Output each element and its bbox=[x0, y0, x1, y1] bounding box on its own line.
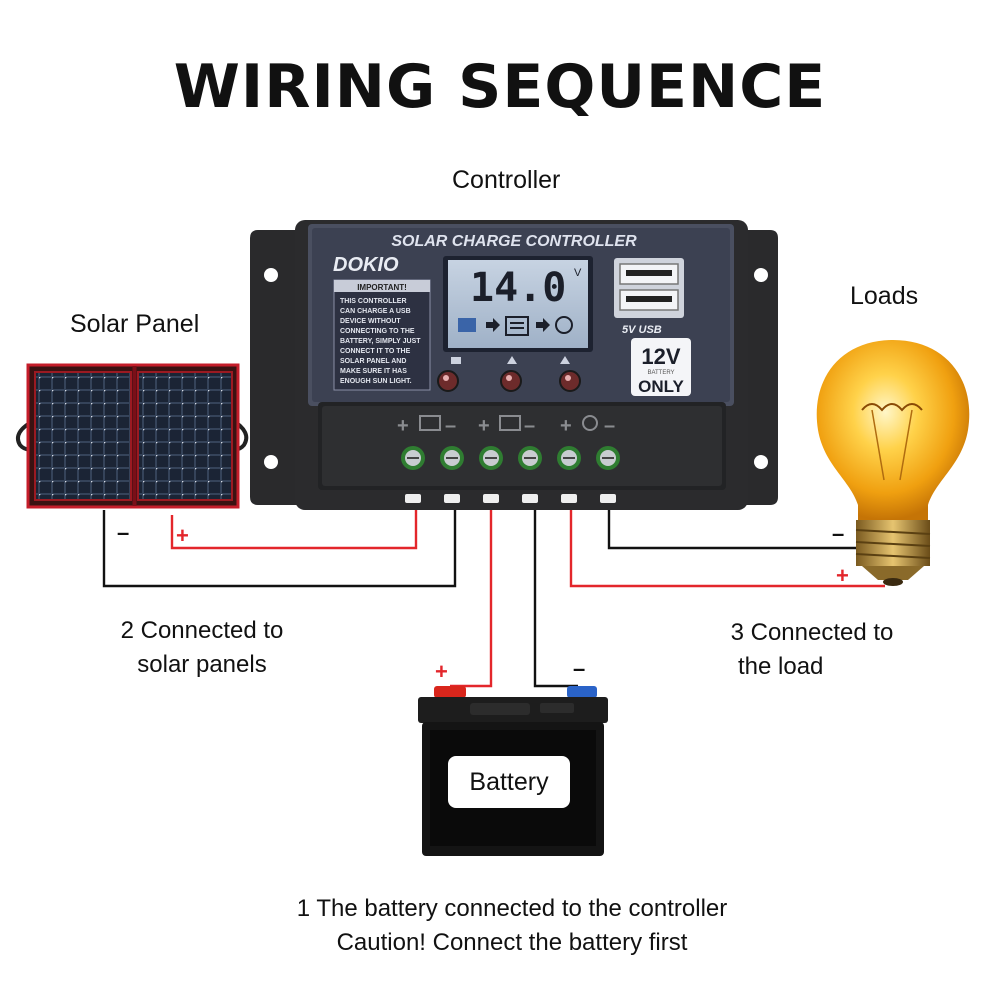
terminal-screw bbox=[596, 446, 620, 470]
step-2-caption: 2 Connected to solar panels bbox=[103, 614, 301, 682]
battery-minus-mark: – bbox=[573, 656, 585, 681]
battery-icon bbox=[505, 316, 529, 336]
battery-negative-terminal bbox=[567, 686, 597, 698]
terminal-screw bbox=[401, 446, 425, 470]
important-line: CONNECTING TO THE bbox=[340, 328, 415, 335]
important-line: SOLAR PANEL AND bbox=[340, 358, 406, 365]
arrow-right-icon bbox=[486, 318, 500, 332]
solar-panel-label: Solar Panel bbox=[70, 310, 200, 338]
load-plus-mark: + bbox=[836, 563, 849, 588]
load-minus-mark: – bbox=[832, 521, 844, 546]
step-1-caption: 1 The battery connected to the controlle… bbox=[0, 892, 1000, 960]
terminal-battery-plus: + bbox=[478, 415, 490, 437]
important-notice: THIS CONTROLLER CAN CHARGE A USB DEVICE … bbox=[340, 298, 421, 385]
solar-panel-icon bbox=[458, 318, 476, 332]
terminal-battery-minus: – bbox=[524, 415, 535, 437]
terminal-screw bbox=[518, 446, 542, 470]
controller-header: SOLAR CHARGE CONTROLLER bbox=[391, 233, 637, 250]
terminal-solar-minus: – bbox=[445, 415, 456, 437]
light-bulb bbox=[816, 340, 970, 586]
important-line: MAKE SURE IT HAS bbox=[340, 368, 407, 375]
solar-negative-wire bbox=[102, 500, 457, 588]
terminal-load-minus: – bbox=[604, 415, 615, 437]
solar-minus-mark: – bbox=[117, 520, 129, 545]
usb-label: 5V USB bbox=[622, 324, 662, 336]
terminal-solar-plus: + bbox=[397, 415, 409, 437]
terminal-load-plus: + bbox=[560, 415, 572, 437]
polarity-marks: – + – + + – bbox=[117, 520, 849, 684]
battery-icon bbox=[499, 415, 521, 431]
important-line: CONNECT IT TO THE bbox=[340, 348, 411, 355]
usb-port-icon bbox=[614, 258, 684, 318]
step-3-caption: 3 Connected to the load bbox=[712, 616, 912, 684]
terminal-screws bbox=[401, 446, 620, 470]
wires bbox=[102, 500, 885, 688]
lcd-unit: V bbox=[574, 267, 582, 279]
terminal-screw bbox=[557, 446, 581, 470]
charge-controller: SOLAR CHARGE CONTROLLER DOKIO IMPORTANT!… bbox=[250, 220, 778, 510]
battery-negative-wire bbox=[533, 500, 578, 688]
step-2-line-2: solar panels bbox=[137, 651, 267, 678]
solar-panel bbox=[15, 363, 249, 509]
load-positive-wire bbox=[569, 500, 885, 588]
load-button bbox=[559, 370, 581, 392]
controller-brand: DOKIO bbox=[333, 254, 399, 276]
important-line: THIS CONTROLLER bbox=[340, 298, 407, 305]
control-buttons bbox=[437, 370, 581, 392]
terminal-screw bbox=[440, 446, 464, 470]
battery-plus-mark: + bbox=[435, 659, 448, 684]
voltage-badge bbox=[631, 338, 691, 396]
terminal-screw bbox=[479, 446, 503, 470]
step-3-line-2: the load bbox=[738, 653, 824, 680]
step-1-line-2: Caution! Connect the battery first bbox=[336, 929, 688, 956]
page-title: WIRING SEQUENCE bbox=[173, 52, 827, 122]
battery-positive-wire bbox=[450, 500, 493, 688]
lcd-value: 14.0 bbox=[470, 265, 566, 311]
loads-label: Loads bbox=[850, 282, 919, 310]
solar-plus-mark: + bbox=[176, 523, 189, 548]
important-title: IMPORTANT! bbox=[357, 283, 407, 292]
controller-label: Controller bbox=[452, 166, 561, 194]
lcd-status-icons bbox=[458, 316, 573, 336]
battery-positive-terminal bbox=[434, 686, 466, 698]
voltage-badge-value: 12V bbox=[641, 344, 680, 369]
menu-button bbox=[437, 370, 459, 392]
important-line: ENOUGH SUN LIGHT. bbox=[340, 378, 412, 385]
load-negative-wire bbox=[607, 500, 860, 550]
important-line: DEVICE WITHOUT bbox=[340, 318, 401, 325]
up-icon bbox=[507, 356, 517, 364]
up-button bbox=[500, 370, 522, 392]
menu-icon bbox=[451, 357, 461, 364]
voltage-badge-only: ONLY bbox=[638, 377, 684, 396]
light-bulb-icon bbox=[582, 415, 598, 431]
voltage-badge-small: BATTERY bbox=[647, 370, 674, 376]
step-2-line-1: 2 Connected to bbox=[120, 617, 284, 644]
step-3-line-1: 3 Connected to bbox=[730, 619, 894, 646]
light-bulb-icon bbox=[555, 316, 573, 334]
solar-panel-icon bbox=[419, 415, 441, 431]
wire-slots bbox=[405, 494, 616, 503]
important-line: BATTERY, SIMPLY JUST bbox=[340, 338, 421, 345]
battery-label: Battery bbox=[448, 756, 570, 808]
solar-positive-wire bbox=[170, 500, 418, 550]
step-1-line-1: 1 The battery connected to the controlle… bbox=[296, 895, 728, 922]
up-load-icon bbox=[560, 356, 570, 364]
important-line: CAN CHARGE A USB bbox=[340, 308, 411, 315]
arrow-right-icon bbox=[536, 318, 550, 332]
